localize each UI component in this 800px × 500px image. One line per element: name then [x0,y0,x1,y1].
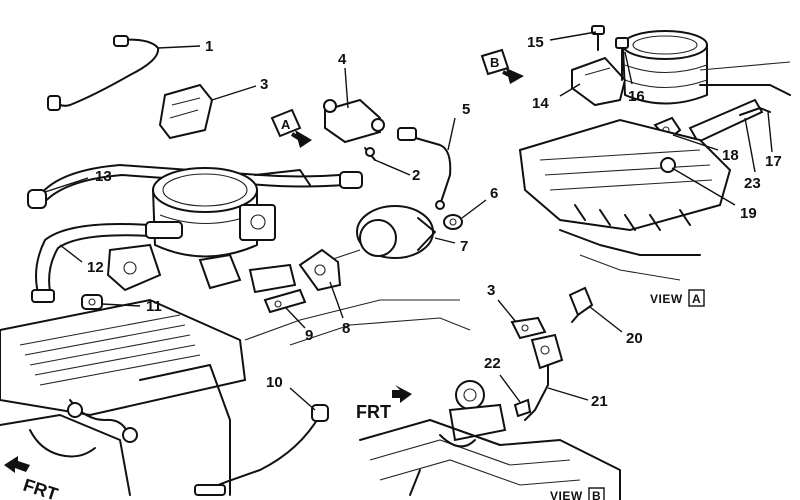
callout-5: 5 [462,101,470,118]
frt-label-bottom-left: FRT [21,475,60,500]
callout-1: 1 [205,38,213,55]
callout-19: 19 [740,205,757,222]
callout-4: 4 [338,51,347,68]
callout-21: 21 [591,393,608,410]
view-a-engine-detail [518,25,791,323]
callout-2: 2 [412,167,420,184]
callout-11: 11 [146,298,162,315]
callout-8: 8 [342,320,350,337]
callout-14: 14 [532,95,549,112]
callout-10: 10 [266,374,283,391]
callout-12: 12 [87,259,104,276]
view-a-letter: A [692,292,701,306]
callout-3-main: 3 [260,76,268,93]
view-b-letter: B [592,489,601,500]
view-b-marker-letter: B [490,55,499,70]
callout-6: 6 [490,185,498,202]
callout-15: 15 [527,34,544,51]
callout-22: 22 [484,355,501,372]
callout-7: 7 [460,238,468,255]
callout-9: 9 [305,327,313,344]
frt-arrow-lower-right: FRT [356,385,412,422]
view-b-marker: B [480,48,524,84]
main-engine-assembly [0,35,471,496]
view-a-marker-letter: A [281,117,291,132]
frt-label-lower-right: FRT [356,402,391,422]
callout-numbers: 1 2 3 3 4 5 6 7 8 9 10 11 12 13 14 15 16… [87,34,782,410]
leader-lines [44,31,773,411]
callout-17: 17 [765,153,782,170]
callout-13: 13 [95,168,112,185]
callout-16: 16 [628,88,645,105]
view-b-word: VIEW [550,489,583,500]
view-a-label: VIEW A [650,289,705,307]
view-a-marker: A [270,108,312,148]
view-a-word: VIEW [650,292,683,306]
frt-arrow-bottom-left: FRT [4,456,60,500]
callout-3-view-b: 3 [487,282,495,299]
view-b-label: VIEW B [550,487,605,500]
view-b-engine-detail [359,316,621,500]
callout-18: 18 [722,147,739,164]
callout-20: 20 [626,330,643,347]
callout-23: 23 [744,175,761,192]
